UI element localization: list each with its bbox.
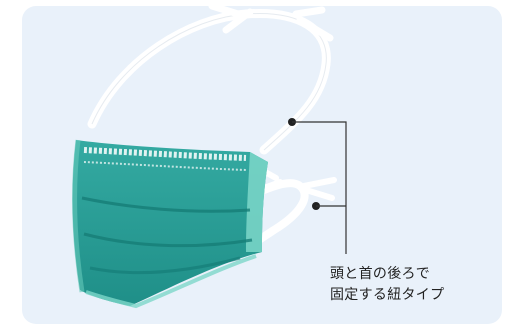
upper-tie: [87, 8, 331, 155]
leader-line: [292, 121, 347, 254]
pleat: [89, 256, 241, 275]
caption: 頭と首の後ろで 固定する紐タイプ: [330, 264, 500, 306]
pleat: [81, 196, 251, 213]
caption-line-1: 頭と首の後ろで: [330, 266, 431, 282]
upper-knot: [208, 2, 334, 42]
pleat: [83, 232, 253, 248]
caption-line-2: 固定する紐タイプ: [330, 287, 445, 303]
lower-knot: [255, 165, 337, 201]
nose-band: [83, 147, 247, 161]
mask-body: [72, 140, 268, 306]
